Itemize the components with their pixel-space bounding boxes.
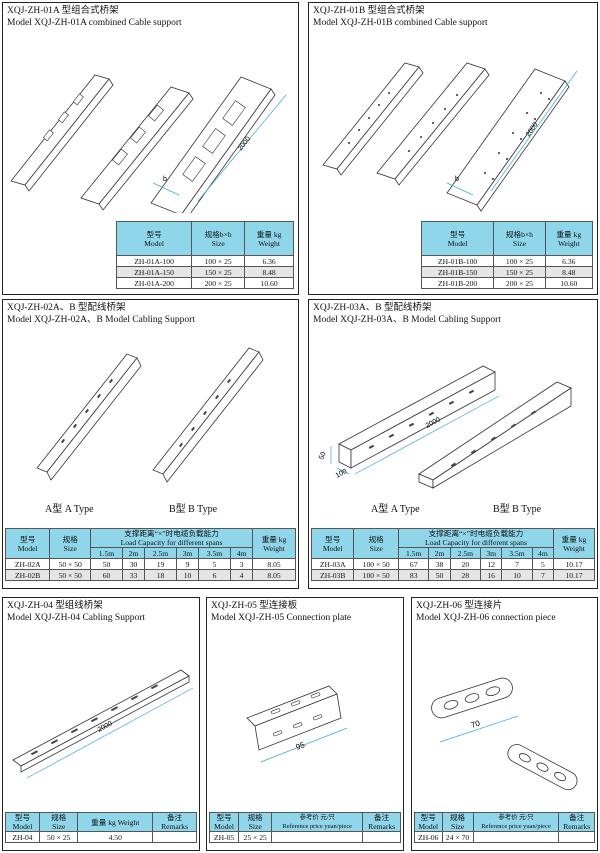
panel-title: XQJ-ZH-04 型组线桥架 Model XQJ-ZH-04 Cabling … <box>7 601 145 624</box>
connection-plate-illustration: 95 <box>207 658 403 798</box>
caption-b-type: B型 B Type <box>169 504 218 515</box>
dim-length: 95 <box>294 740 306 752</box>
dim-length: 70 <box>470 718 482 729</box>
title-en: Model XQJ-ZH-03A、B Model Cabling Support <box>313 314 501 325</box>
title-en: Model XQJ-ZH-04 Cabling Support <box>7 612 146 623</box>
cable-tray-illustration-01b: 2000 b <box>309 33 597 213</box>
title-en: Model XQJ-ZH-05 Connection plate <box>211 612 352 623</box>
panel-xqj-zh-03: XQJ-ZH-03A、B 型配线桥架 Model XQJ-ZH-03A、B Mo… <box>308 299 598 589</box>
title-cn: XQJ-ZH-01A 型组合式桥架 <box>7 6 119 16</box>
panel-xqj-zh-01b: XQJ-ZH-01B 型组合式桥架 Model XQJ-ZH-01B combi… <box>308 2 598 295</box>
caption-b-type: B型 B Type <box>493 504 542 515</box>
panel-title: XQJ-ZH-06 型连接片 Model XQJ-ZH-06 connectio… <box>416 601 556 624</box>
title-cn: XQJ-ZH-03A、B 型配线桥架 <box>313 303 432 313</box>
title-en: Model XQJ-ZH-01A combined Cable support <box>7 17 182 28</box>
panel-xqj-zh-01a: XQJ-ZH-01A 型组合式桥架 Model XQJ-ZH-01A combi… <box>2 2 299 295</box>
panel-xqj-zh-06: XQJ-ZH-06 型连接片 Model XQJ-ZH-06 connectio… <box>411 597 598 851</box>
panel-title: XQJ-ZH-03A、B 型配线桥架 Model XQJ-ZH-03A、B Mo… <box>313 303 501 326</box>
connection-piece-illustration: 70 <box>412 658 597 808</box>
panel-xqj-zh-02: XQJ-ZH-02A、B 型配线桥架 Model XQJ-ZH-02A、B Mo… <box>2 299 299 589</box>
title-cn: XQJ-ZH-04 型组线桥架 <box>7 601 103 611</box>
title-en: Model XQJ-ZH-02A、B Model Cabling Support <box>7 314 195 325</box>
cable-tray-illustration-04: 2000 <box>3 648 199 798</box>
caption-a-type: A型 A Type <box>45 504 94 515</box>
dim-width: b <box>163 176 167 183</box>
panel-xqj-zh-05: XQJ-ZH-05 型连接板 Model XQJ-ZH-05 Connectio… <box>206 597 404 851</box>
title-cn: XQJ-ZH-01B 型组合式桥架 <box>313 6 425 16</box>
caption-a-type: A型 A Type <box>371 504 420 515</box>
header-weight: 重量 kg Weight <box>77 812 154 832</box>
title-cn: XQJ-ZH-05 型连接板 <box>211 601 298 611</box>
dim-width: b <box>455 176 459 183</box>
title-en: Model XQJ-ZH-06 connection piece <box>416 612 556 623</box>
cable-tray-illustration-03: 2000 50 100 <box>309 360 597 490</box>
title-cn: XQJ-ZH-06 型连接片 <box>416 601 503 611</box>
cable-tray-illustration-02 <box>3 340 298 490</box>
dim-width: 100 <box>335 468 349 480</box>
panel-title: XQJ-ZH-02A、B 型配线桥架 Model XQJ-ZH-02A、B Mo… <box>7 303 195 326</box>
panel-xqj-zh-04: XQJ-ZH-04 型组线桥架 Model XQJ-ZH-04 Cabling … <box>2 597 200 851</box>
title-en: Model XQJ-ZH-01B combined Cable support <box>313 17 488 28</box>
dim-height: 50 <box>318 451 327 461</box>
panel-title: XQJ-ZH-05 型连接板 Model XQJ-ZH-05 Connectio… <box>211 601 351 624</box>
panel-title: XQJ-ZH-01A 型组合式桥架 Model XQJ-ZH-01A combi… <box>7 6 182 29</box>
panel-title: XQJ-ZH-01B 型组合式桥架 Model XQJ-ZH-01B combi… <box>313 6 488 29</box>
title-cn: XQJ-ZH-02A、B 型配线桥架 <box>7 303 126 313</box>
cable-tray-illustration-01a: 2000 b <box>3 33 298 213</box>
